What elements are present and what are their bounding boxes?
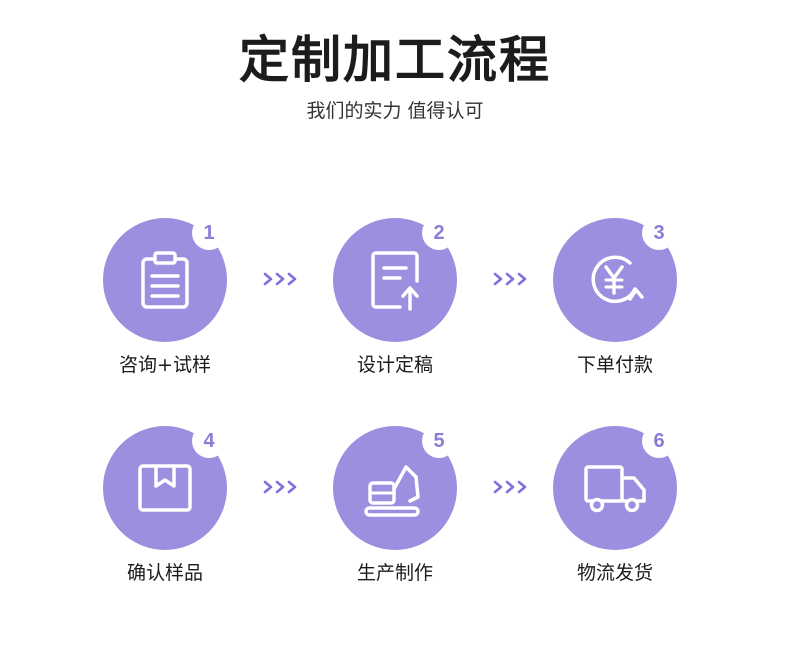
step-number-badge: 3 <box>642 216 676 250</box>
arrow-chevrons-icon <box>493 272 527 286</box>
step-label: 咨询+试样 <box>119 354 211 376</box>
step-number-badge: 5 <box>422 424 456 458</box>
step-label: 下单付款 <box>576 354 653 376</box>
page-title: 定制加工流程 <box>239 31 551 89</box>
document-upload-icon <box>371 251 419 311</box>
yen-payment-icon <box>591 255 644 303</box>
step-label: 物流发货 <box>576 562 653 584</box>
clipboard-icon <box>141 251 189 309</box>
step-label: 设计定稿 <box>356 354 433 376</box>
step-label: 确认样品 <box>126 562 203 584</box>
step-number-badge: 6 <box>642 424 676 458</box>
box-icon <box>138 464 192 512</box>
excavator-icon <box>364 465 420 517</box>
step-number-badge: 2 <box>422 216 456 250</box>
page-subtitle: 我们的实力 值得认可 <box>306 100 484 122</box>
arrow-chevrons-icon <box>263 272 297 286</box>
arrow-chevrons-icon <box>263 480 297 494</box>
step-label: 生产制作 <box>356 562 433 584</box>
arrow-chevrons-icon <box>493 480 527 494</box>
step-number-badge: 1 <box>192 216 226 250</box>
step-number-badge: 4 <box>192 424 226 458</box>
truck-icon <box>584 465 646 513</box>
